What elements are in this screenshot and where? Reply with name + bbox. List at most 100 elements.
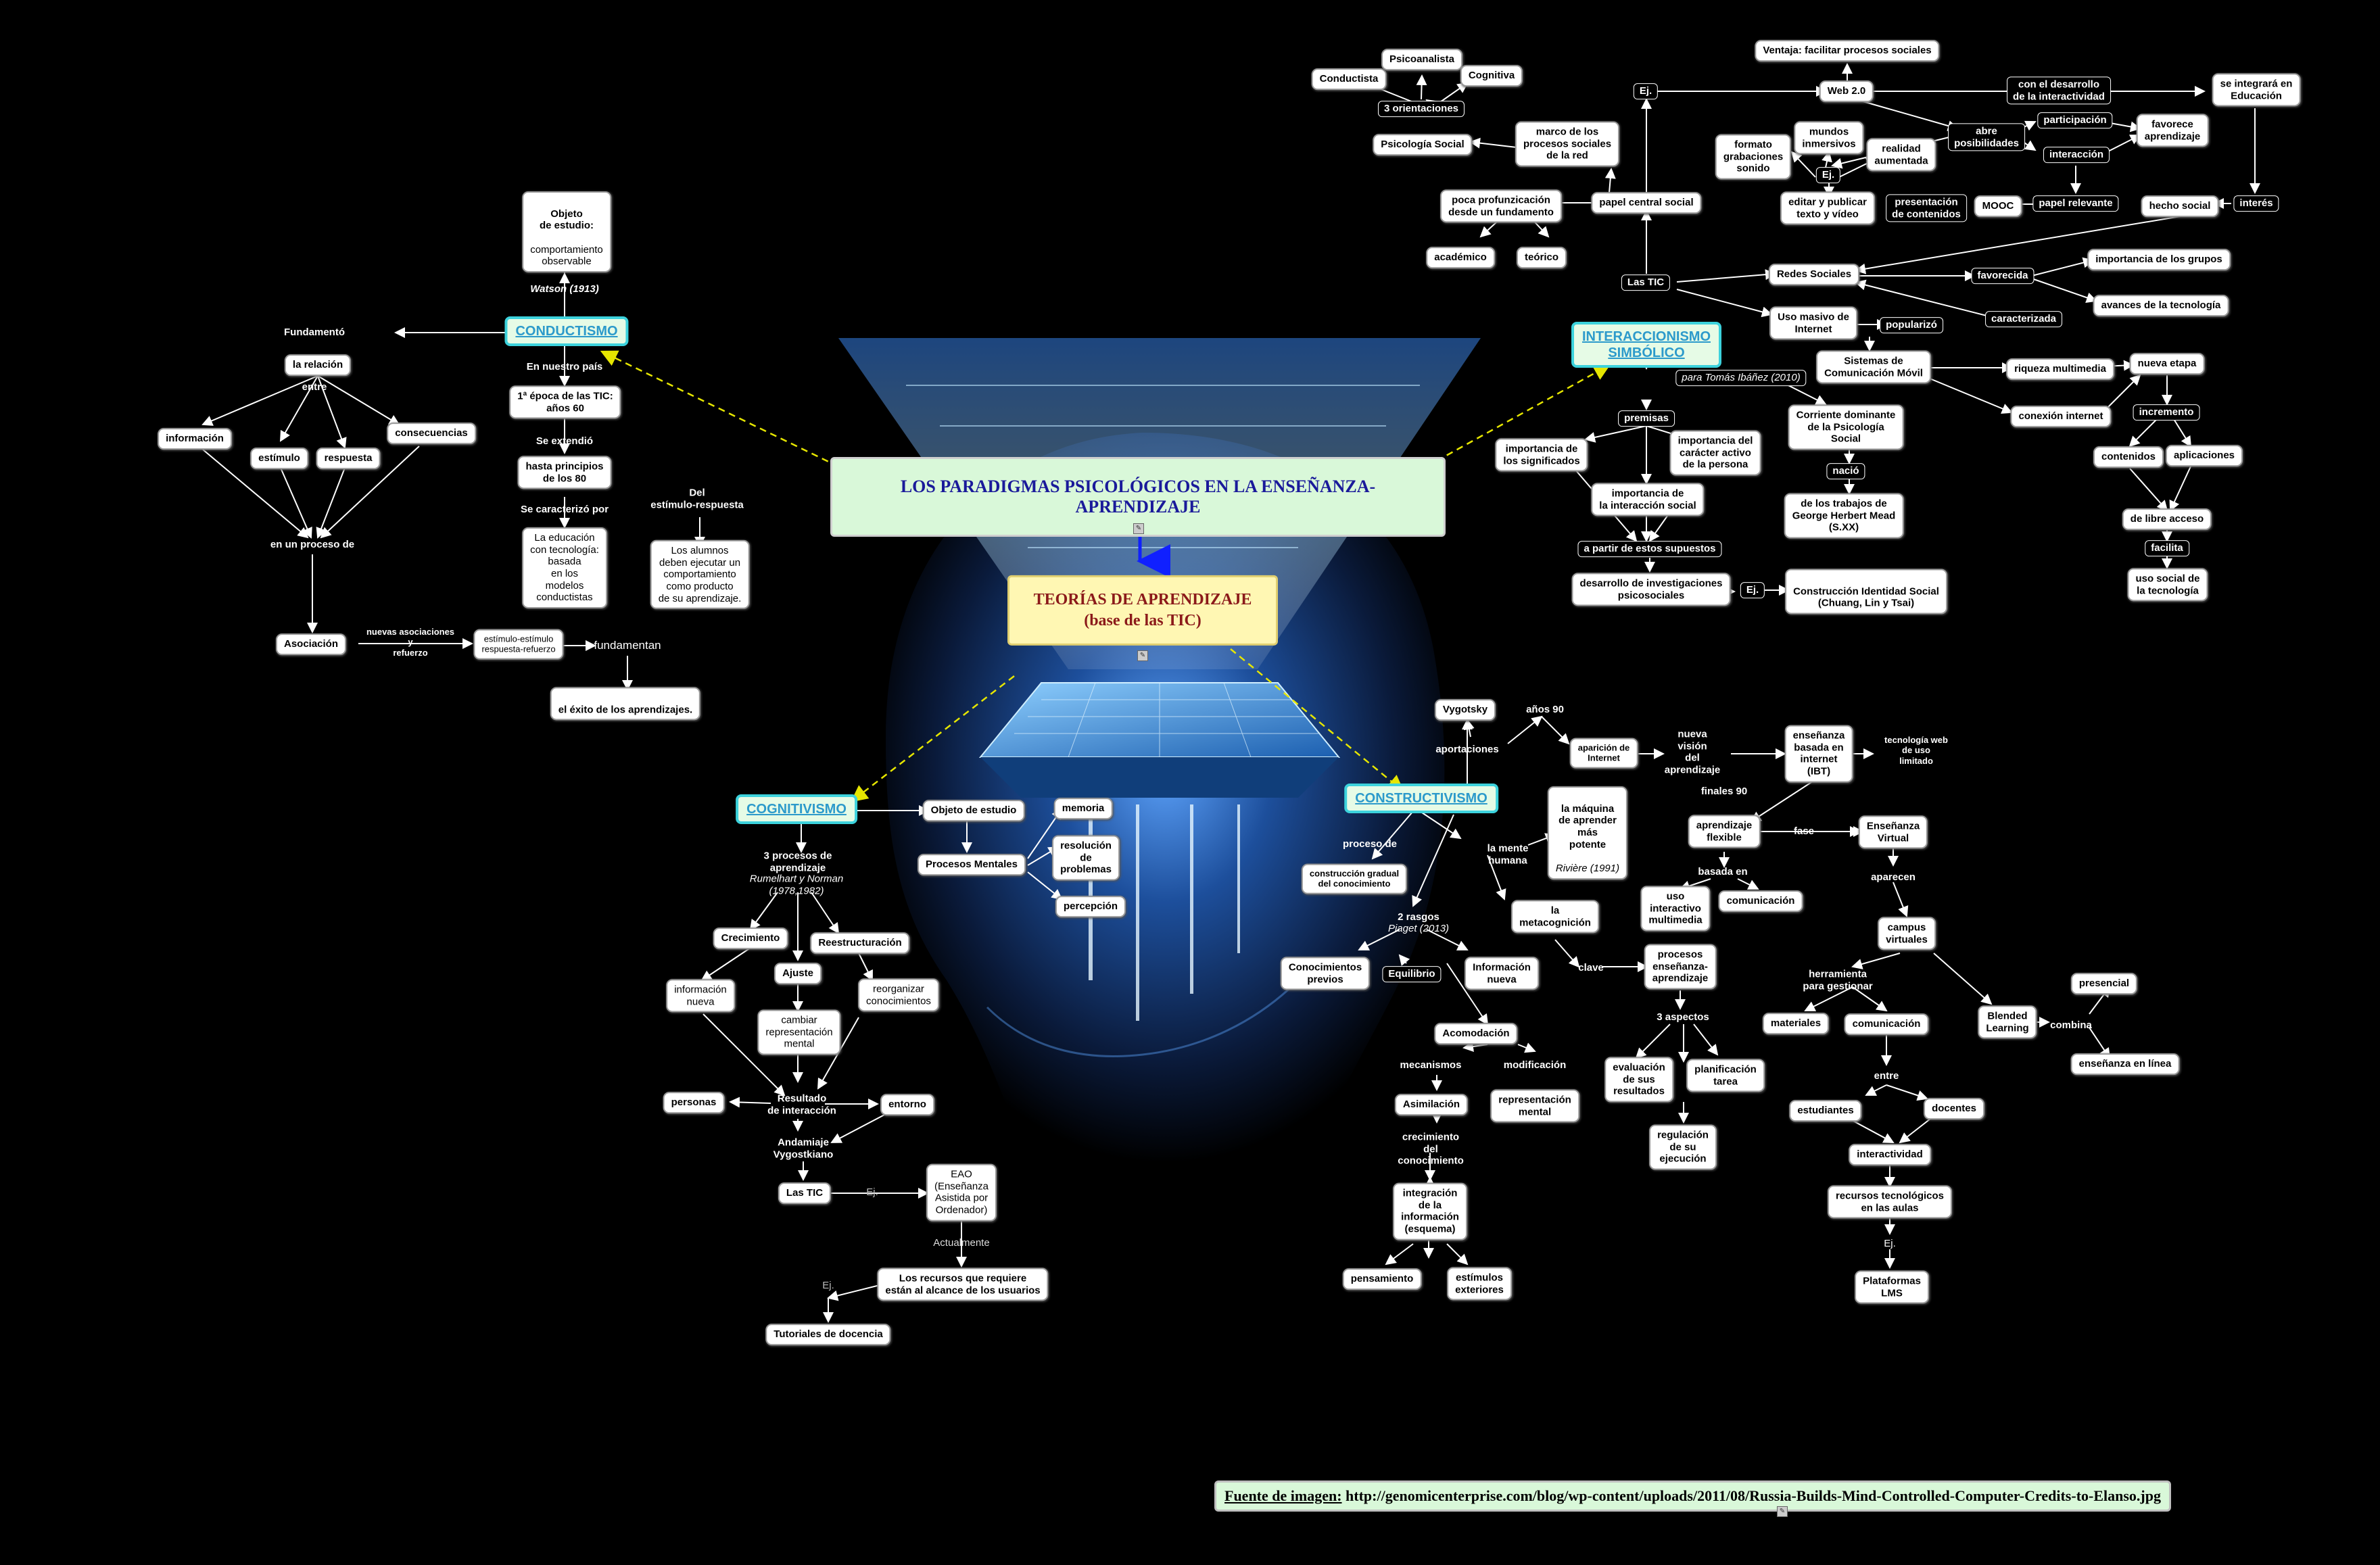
node-imp-significados[interactable]: importancia de los significados	[1495, 438, 1588, 472]
attachment-icon[interactable]: ✎	[1137, 650, 1148, 661]
node-asimilacion[interactable]: Asimilación	[1394, 1094, 1469, 1115]
node-editar-publicar[interactable]: editar y publicar texto y vídeo	[1780, 191, 1875, 225]
node-teorico[interactable]: teórico	[1516, 247, 1567, 268]
node-importancia-grupos[interactable]: importancia de los grupos	[2087, 249, 2231, 270]
node-vygotsky[interactable]: Vygotsky	[1434, 699, 1496, 721]
node-mundos-inmersivos[interactable]: mundos inmersivos	[1794, 121, 1864, 155]
node-trabajos-mead[interactable]: de los trabajos de George Herbert Mead (…	[1784, 493, 1904, 539]
node-pensamiento[interactable]: pensamiento	[1342, 1268, 1422, 1290]
node-acomodacion[interactable]: Acomodación	[1434, 1023, 1518, 1044]
node-conocimientos-previos[interactable]: Conocimientos previos	[1280, 957, 1371, 990]
node-uso-interactivo[interactable]: uso interactivo multimedia	[1640, 886, 1711, 932]
node-informacion[interactable]: información	[158, 428, 232, 450]
node-ventaja[interactable]: Ventaja: facilitar procesos sociales	[1755, 40, 1940, 62]
node-contenidos[interactable]: contenidos	[2093, 446, 2164, 468]
attachment-icon[interactable]: ✎	[1777, 1506, 1788, 1517]
node-libre-acceso[interactable]: de libre acceso	[2122, 508, 2212, 530]
node-estimulos-exteriores[interactable]: estímulos exteriores	[1447, 1267, 1512, 1301]
topic-cognitivismo[interactable]: COGNITIVISMO	[736, 794, 857, 824]
topic-constructivismo[interactable]: CONSTRUCTIVISMO	[1344, 784, 1498, 813]
node-objeto-estudio[interactable]: Objeto de estudio: comportamiento observ…	[522, 191, 611, 273]
node-corriente-dominante[interactable]: Corriente dominante de la Psicología Soc…	[1788, 404, 1904, 450]
node-integracion[interactable]: integración de la información (esquema)	[1393, 1182, 1467, 1241]
node-crecimiento[interactable]: Crecimiento	[713, 928, 788, 949]
node-comunicacion-2[interactable]: comunicación	[1844, 1013, 1929, 1035]
node-sistemas-movil[interactable]: Sistemas de Comunicación Móvil	[1816, 350, 1931, 384]
node-ibt[interactable]: enseñanza basada en internet (IBT)	[1784, 725, 1853, 783]
node-recursos-tecnologicos[interactable]: recursos tecnológicos en las aulas	[1827, 1185, 1953, 1219]
node-educacion-tecnologia[interactable]: La educación con tecnología: basada en l…	[522, 527, 607, 609]
node-informacion-nueva-cons[interactable]: Información nueva	[1465, 957, 1539, 990]
node-riqueza-multimedia[interactable]: riqueza multimedia	[2006, 358, 2114, 380]
node-comunicacion-1[interactable]: comunicación	[1718, 890, 1803, 912]
node-ensenanza-linea[interactable]: enseñanza en línea	[2070, 1053, 2180, 1075]
node-imp-interaccion[interactable]: importancia de la interacción social	[1591, 483, 1705, 516]
source-url[interactable]: http://genomicenterprise.com/blog/wp-con…	[1346, 1487, 2161, 1504]
node-estimulo-respuesta[interactable]: estímulo-estímulo respuesta-refuerzo	[473, 629, 564, 660]
node-favorece-aprendizaje[interactable]: favorece aprendizaje	[2136, 114, 2209, 147]
attachment-icon[interactable]: ✎	[1133, 523, 1144, 534]
node-reestructuracion[interactable]: Reestructuración	[810, 932, 910, 954]
node-percepcion[interactable]: percepción	[1055, 896, 1126, 917]
node-representacion-mental[interactable]: representación mental	[1490, 1089, 1579, 1123]
node-procesos-ea[interactable]: procesos enseñanza- aprendizaje	[1644, 944, 1717, 990]
node-personas[interactable]: personas	[663, 1092, 725, 1113]
node-ajuste[interactable]: Ajuste	[774, 963, 822, 984]
node-procesos-mentales[interactable]: Procesos Mentales	[918, 854, 1026, 875]
node-hasta-80[interactable]: hasta principios de los 80	[517, 456, 612, 489]
node-recursos[interactable]: Los recursos que requiere están al alcan…	[877, 1268, 1049, 1301]
node-marco-procesos[interactable]: marco de los procesos sociales de la red	[1515, 121, 1620, 167]
node-regulacion[interactable]: regulación de su ejecución	[1649, 1124, 1717, 1170]
node-epoca-60[interactable]: 1ª época de las TIC: años 60	[509, 385, 621, 419]
node-las-tic-cog[interactable]: Las TIC	[778, 1182, 832, 1204]
node-aplicaciones[interactable]: aplicaciones	[2165, 445, 2243, 466]
node-interactividad[interactable]: interactividad	[1849, 1144, 1931, 1165]
node-memoria[interactable]: memoria	[1053, 798, 1113, 819]
node-academico[interactable]: académico	[1426, 247, 1495, 268]
node-asociacion[interactable]: Asociación	[275, 633, 347, 655]
node-materiales[interactable]: materiales	[1762, 1013, 1830, 1034]
node-maquina-aprender[interactable]: la máquina de aprender más potente Riviè…	[1547, 786, 1628, 880]
node-estimulo[interactable]: estímulo	[250, 448, 308, 469]
node-web20[interactable]: Web 2.0	[1819, 80, 1874, 102]
node-docentes[interactable]: docentes	[1924, 1098, 1984, 1119]
node-hecho-social[interactable]: hecho social	[2141, 195, 2219, 217]
node-construccion-gradual[interactable]: construcción gradual del conocimiento	[1301, 863, 1408, 894]
node-realidad-aumentada[interactable]: realidad aumentada	[1866, 138, 1936, 172]
node-campus-virtuales[interactable]: campus virtuales	[1878, 917, 1936, 950]
node-avances-tecnologia[interactable]: avances de la tecnología	[2093, 295, 2229, 316]
node-uso-social[interactable]: uso social de la tecnología	[2127, 568, 2208, 602]
node-poca-profundizacion[interactable]: poca profunzicación desde un fundamento	[1440, 189, 1562, 223]
node-cambiar-representacion[interactable]: cambiar representación mental	[757, 1009, 841, 1055]
node-imp-caracter[interactable]: importancia del carácter activo de la pe…	[1669, 430, 1761, 476]
node-formato-grabaciones[interactable]: formato grabaciones sonido	[1715, 134, 1792, 180]
node-evaluacion[interactable]: evaluación de sus resultados	[1604, 1057, 1673, 1103]
node-psicoanalista[interactable]: Psicoanalista	[1381, 49, 1462, 70]
node-ensenanza-virtual[interactable]: Enseñanza Virtual	[1858, 815, 1928, 849]
node-estudiantes[interactable]: estudiantes	[1789, 1100, 1862, 1122]
node-investigaciones[interactable]: desarrollo de investigaciones psicosocia…	[1571, 573, 1731, 606]
node-nueva-etapa[interactable]: nueva etapa	[2129, 353, 2205, 375]
node-aparicion-internet[interactable]: aparición de Internet	[1569, 738, 1638, 769]
node-relacion[interactable]: la relación	[284, 354, 352, 376]
node-objeto-estudio-cog[interactable]: Objeto de estudio	[922, 800, 1025, 821]
node-exito[interactable]: el éxito de los aprendizajes.	[550, 687, 701, 721]
node-metacognicion[interactable]: la metacognición	[1511, 900, 1599, 934]
node-planificacion[interactable]: planificación tarea	[1686, 1059, 1765, 1092]
node-se-integrara[interactable]: se integrará en Educación	[2212, 73, 2301, 107]
node-conexion-internet[interactable]: conexión internet	[2010, 406, 2112, 427]
node-info-nueva[interactable]: información nueva	[666, 979, 735, 1013]
node-resolucion[interactable]: resolución de problemas	[1052, 835, 1120, 881]
topic-interaccionismo-simbolico[interactable]: INTERACCIONISMO SIMBÓLICO	[1571, 322, 1721, 368]
node-eao[interactable]: EAO (Enseñanza Asistida por Ordenador)	[926, 1163, 997, 1222]
node-aprendizaje-flexible[interactable]: aprendizaje flexible	[1688, 815, 1761, 848]
node-blended[interactable]: Blended Learning	[1978, 1005, 2037, 1039]
node-tutoriales[interactable]: Tutoriales de docencia	[765, 1324, 891, 1345]
node-mooc[interactable]: MOOC	[1974, 195, 2022, 217]
node-conductista[interactable]: Conductista	[1311, 68, 1387, 90]
node-uso-masivo[interactable]: Uso masivo de Internet	[1769, 306, 1857, 340]
node-cognitiva[interactable]: Cognitiva	[1460, 65, 1523, 87]
topic-conductismo[interactable]: CONDUCTISMO	[504, 316, 629, 346]
node-alumnos[interactable]: Los alumnos deben ejecutar un comportami…	[650, 539, 750, 610]
node-equilibrio[interactable]: Equilibrio	[1382, 966, 1442, 982]
